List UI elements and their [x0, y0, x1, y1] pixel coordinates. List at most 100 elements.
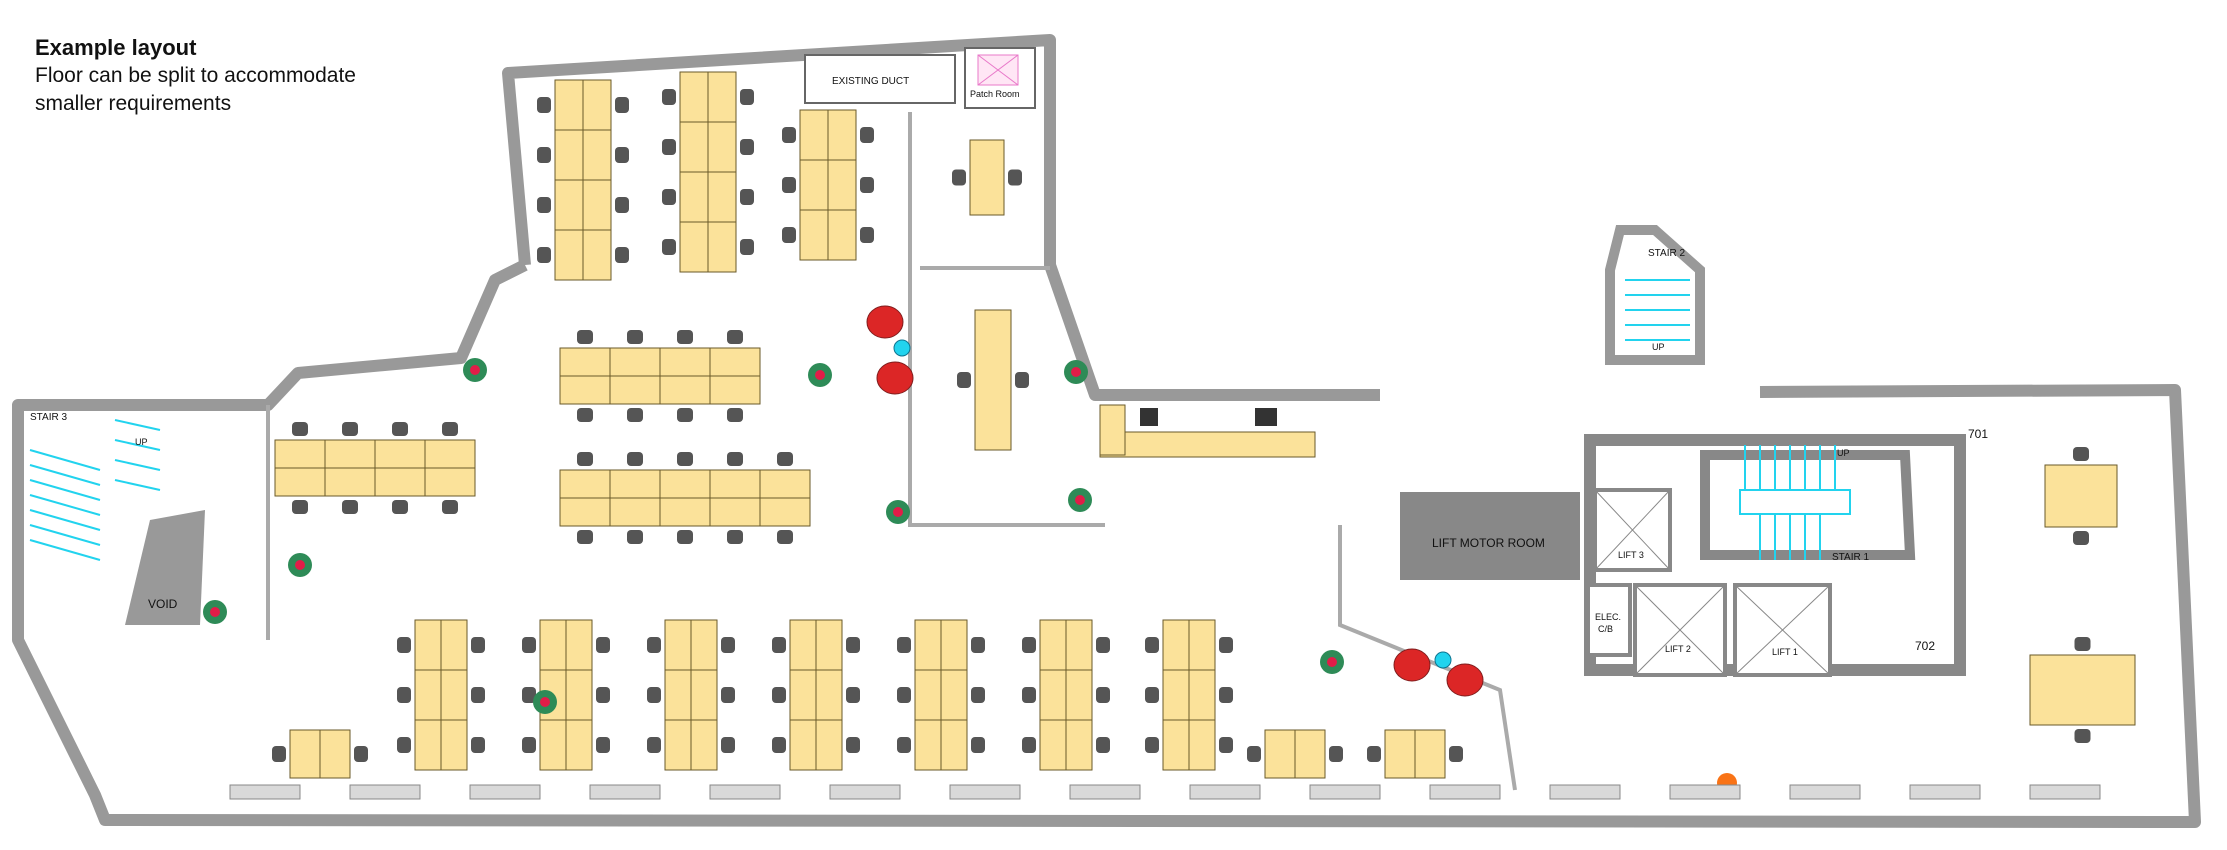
chair: [1329, 746, 1343, 762]
chair: [1145, 737, 1159, 753]
chair: [615, 147, 629, 163]
desk: [940, 669, 968, 721]
desk: [1065, 669, 1093, 721]
label-lift-motor-room: LIFT MOTOR ROOM: [1432, 536, 1545, 550]
chair: [392, 422, 408, 436]
chair: [971, 637, 985, 653]
chair: [782, 177, 796, 193]
desk: [554, 129, 584, 181]
desk: [799, 209, 829, 261]
desk: [969, 139, 1005, 216]
desk: [609, 497, 661, 527]
window-cill: [229, 784, 301, 800]
chair: [740, 89, 754, 105]
desk: [565, 719, 593, 771]
chair: [647, 737, 661, 753]
desk: [759, 497, 811, 527]
chair: [522, 637, 536, 653]
desk: [827, 209, 857, 261]
side-table: [893, 339, 911, 357]
plant: [1075, 495, 1085, 505]
label-lift-3: LIFT 3: [1618, 550, 1644, 560]
chair: [392, 500, 408, 514]
desk: [440, 719, 468, 771]
chair: [662, 139, 676, 155]
desk: [1414, 729, 1446, 779]
chair: [721, 687, 735, 703]
desk: [789, 669, 817, 721]
desk: [679, 171, 709, 223]
chair: [354, 746, 368, 762]
window-cill: [1189, 784, 1261, 800]
chair: [897, 737, 911, 753]
chair: [727, 452, 743, 466]
armchair: [1393, 648, 1431, 682]
chair: [615, 197, 629, 213]
plan-subtitle-line-1: Floor can be split to accommodate: [35, 64, 356, 87]
desk: [1188, 719, 1216, 771]
desk: [274, 467, 326, 497]
desk: [940, 619, 968, 671]
window-cill: [469, 784, 541, 800]
chair: [537, 247, 551, 263]
chair: [1022, 737, 1036, 753]
window-cill: [1069, 784, 1141, 800]
chair: [860, 127, 874, 143]
chair: [952, 169, 966, 186]
window-cill: [829, 784, 901, 800]
label-stair-1: STAIR 1: [1832, 552, 1869, 563]
desk: [559, 375, 611, 405]
chair: [897, 637, 911, 653]
desk: [539, 619, 567, 671]
chair: [442, 500, 458, 514]
desk: [815, 669, 843, 721]
chair: [860, 177, 874, 193]
desk: [1039, 619, 1067, 671]
desk: [2044, 464, 2118, 528]
desk: [1039, 669, 1067, 721]
window-cill: [1429, 784, 1501, 800]
chair: [1022, 687, 1036, 703]
desk: [914, 669, 942, 721]
label-void: VOID: [148, 597, 178, 611]
chair: [577, 330, 593, 344]
desk: [815, 719, 843, 771]
kitchen-counter: [1099, 431, 1316, 458]
desk: [609, 375, 661, 405]
chair: [647, 637, 661, 653]
chair: [1367, 746, 1381, 762]
chair: [577, 530, 593, 544]
desk: [559, 469, 611, 499]
desk: [940, 719, 968, 771]
desk: [554, 79, 584, 131]
desk: [424, 467, 476, 497]
chair: [2073, 531, 2089, 545]
desk: [414, 719, 442, 771]
chair: [677, 530, 693, 544]
chair: [292, 422, 308, 436]
desk: [1294, 729, 1326, 779]
chair: [721, 737, 735, 753]
desk: [274, 439, 326, 469]
chair: [2074, 729, 2091, 743]
desk: [659, 469, 711, 499]
desk: [664, 619, 692, 671]
desk: [2029, 654, 2136, 726]
chair: [627, 530, 643, 544]
label-elec-2: C/B: [1598, 624, 1613, 634]
desk: [827, 109, 857, 161]
label-stair-3-up: UP: [135, 437, 148, 447]
desk: [799, 159, 829, 211]
room-labels: EXISTING DUCT Patch Room STAIR 3 UP VOID…: [30, 76, 1988, 657]
chair: [1247, 746, 1261, 762]
chair: [971, 687, 985, 703]
chair: [662, 239, 676, 255]
desk: [707, 221, 737, 273]
chair: [2073, 447, 2089, 461]
plant: [893, 507, 903, 517]
desk: [565, 619, 593, 671]
desk: [709, 497, 761, 527]
chair: [727, 408, 743, 422]
desk: [789, 719, 817, 771]
